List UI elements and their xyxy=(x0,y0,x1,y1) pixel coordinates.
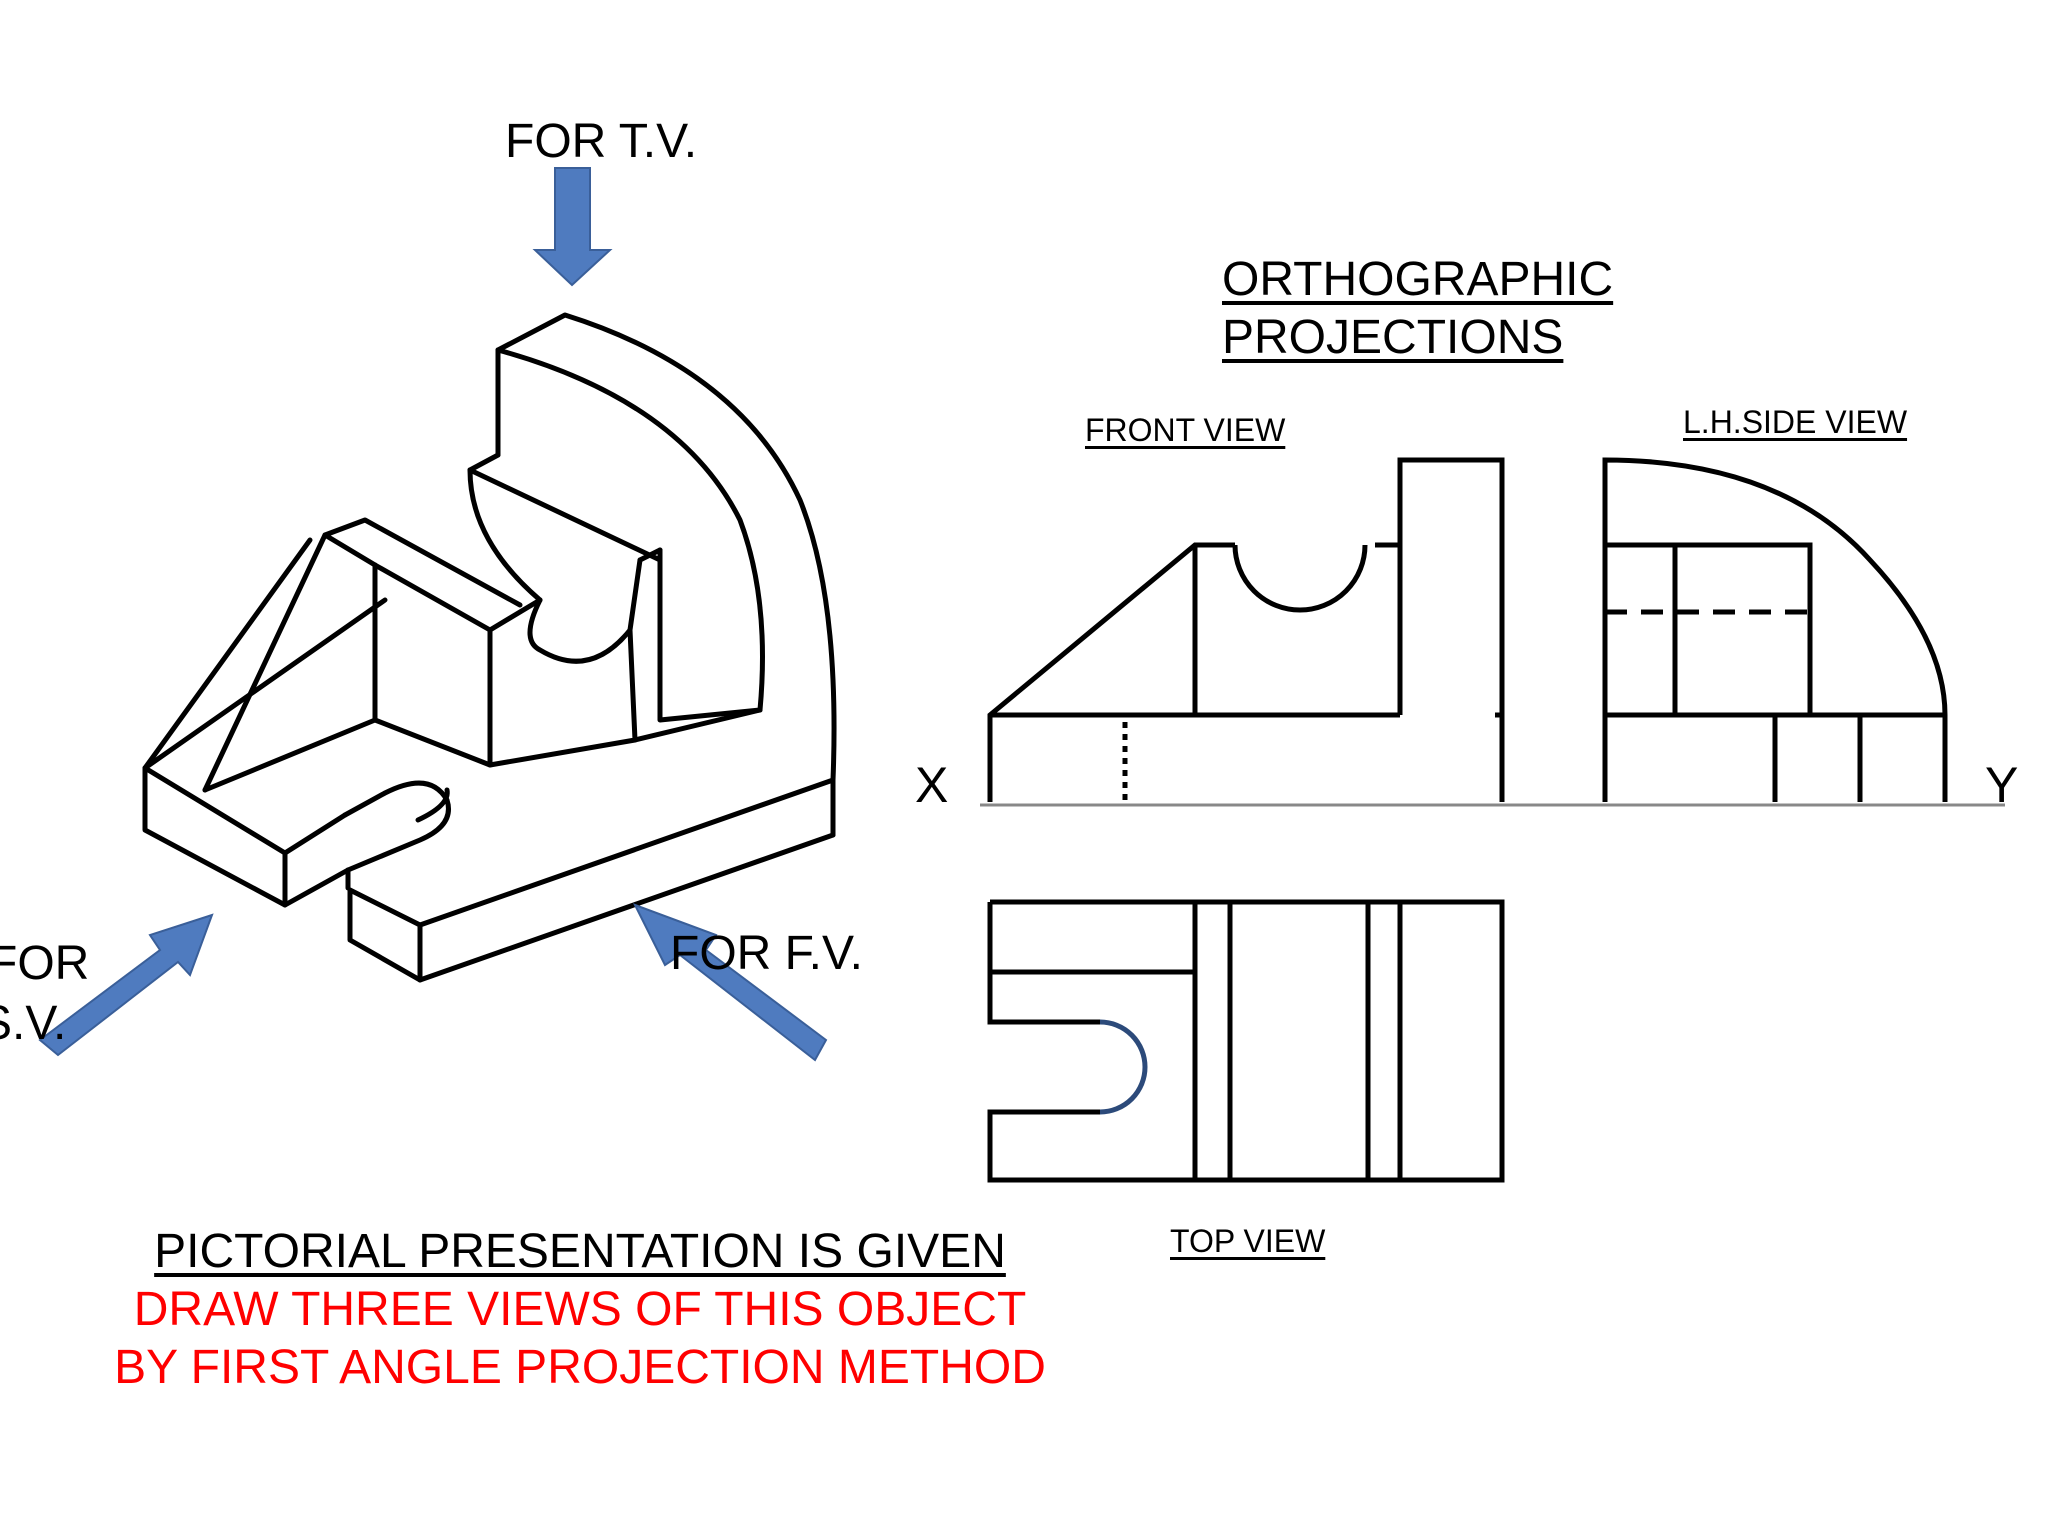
front-view-arrow-label: FOR F.V. xyxy=(670,927,863,980)
slot-outline xyxy=(342,780,451,873)
y-label: Y xyxy=(1985,757,2019,813)
front-view-drawing xyxy=(987,457,1505,802)
front-view-title: FRONT VIEW xyxy=(1085,412,1286,448)
arrow-down-icon xyxy=(532,167,613,287)
arrow-upright-icon xyxy=(38,913,214,1057)
top-view-arrow-label: FOR T.V. xyxy=(505,115,698,168)
top-view-title: TOP VIEW xyxy=(1170,1223,1326,1259)
side-view-arrow-label-line1: FOR xyxy=(0,937,90,990)
arrow-upleft-icon xyxy=(632,903,828,1062)
heading-line2: PROJECTIONS xyxy=(1222,311,1564,364)
caption-instruction-line2: BY FIRST ANGLE PROJECTION METHOD xyxy=(114,1341,1046,1394)
heading-line1: ORTHOGRAPHIC xyxy=(1222,253,1614,306)
caption-instruction-line1: DRAW THREE VIEWS OF THIS OBJECT xyxy=(133,1283,1027,1336)
side-view-arrow-label-line2: S.V. xyxy=(0,997,67,1050)
middle-block-outline xyxy=(322,517,523,608)
side-view-title: L.H.SIDE VIEW xyxy=(1683,404,1908,440)
top-view-drawing xyxy=(987,899,1505,1183)
x-label: X xyxy=(915,757,949,813)
side-view-drawing xyxy=(1602,457,1948,802)
caption-given: PICTORIAL PRESENTATION IS GIVEN xyxy=(154,1225,1006,1278)
